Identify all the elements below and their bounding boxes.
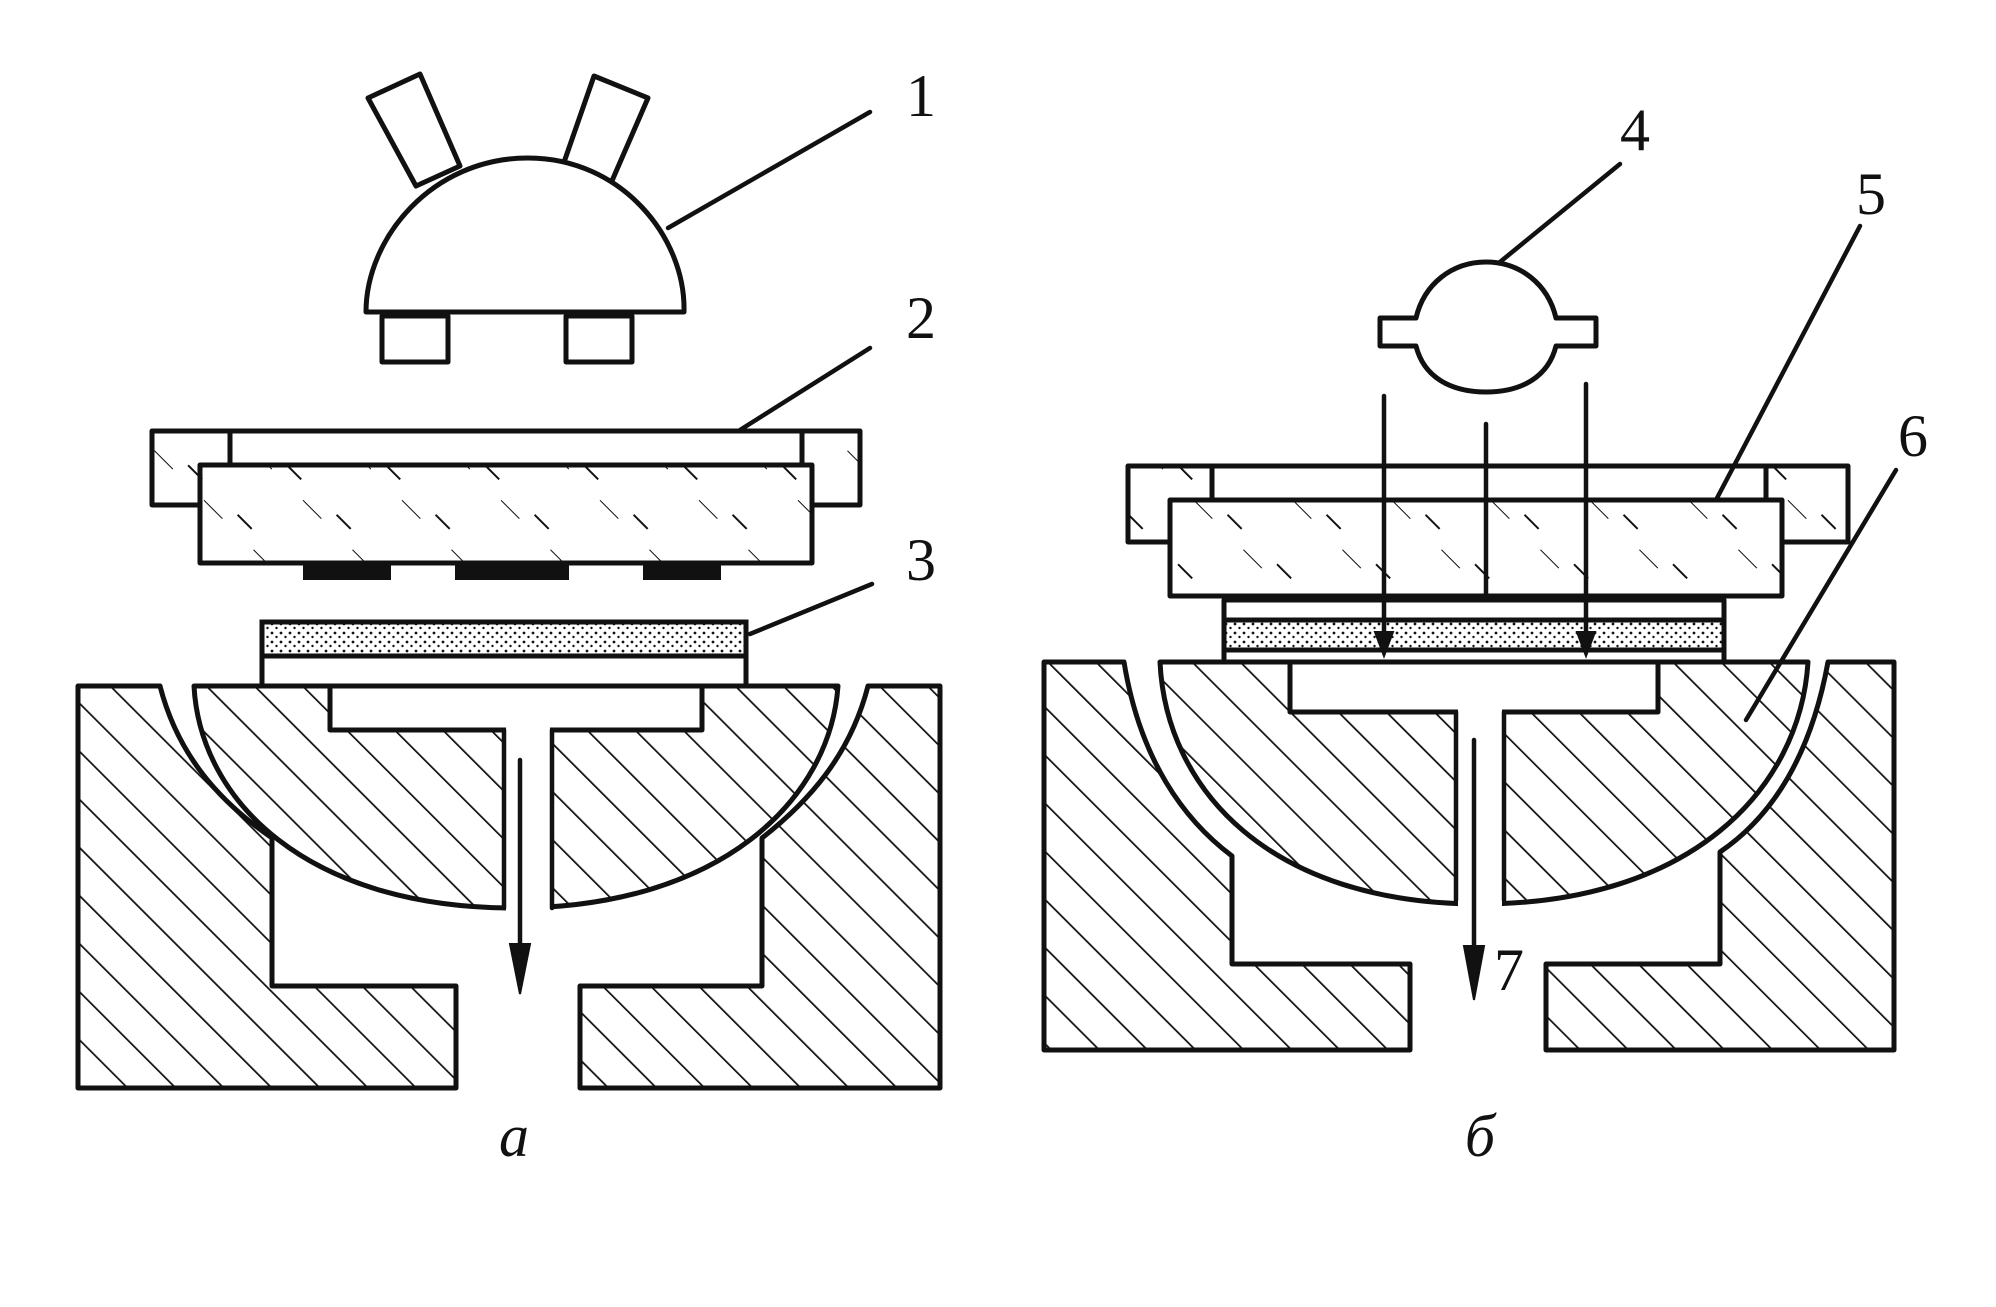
panel-b: 4 5 6 7 б xyxy=(1041,97,1928,1169)
wafer-substrate xyxy=(259,653,749,689)
mask-pattern-3 xyxy=(643,562,721,580)
callout-7: 7 xyxy=(1494,937,1524,1003)
mask-frame xyxy=(149,428,863,580)
leader-5 xyxy=(1713,223,1863,503)
leader-1 xyxy=(665,109,873,231)
vacuum-b-channel xyxy=(1458,708,1502,912)
callout-6: 6 xyxy=(1898,403,1928,469)
wafer-b-top xyxy=(1221,597,1727,623)
callout-1: 1 xyxy=(906,63,936,129)
base-right-block xyxy=(577,683,943,1091)
base-left-block xyxy=(75,683,459,1091)
mask-b-glass xyxy=(1167,497,1785,599)
mask-glass xyxy=(197,462,815,566)
callout-2: 2 xyxy=(906,285,936,351)
lamp-foot-right xyxy=(563,313,635,365)
frame-top-bar xyxy=(227,428,805,468)
caption-a: а xyxy=(499,1103,529,1169)
chuck-b-recess xyxy=(1287,659,1661,715)
lamp-tube-left xyxy=(365,71,463,189)
mask-pattern-2 xyxy=(455,562,569,580)
leader-2 xyxy=(737,345,873,433)
lamp-4 xyxy=(1377,259,1599,395)
frame-left-block xyxy=(149,428,245,508)
uv-rays xyxy=(1373,381,1597,659)
callout-4: 4 xyxy=(1620,97,1650,163)
leader-6 xyxy=(1743,467,1899,723)
vacuum-arrowhead xyxy=(508,943,532,995)
frame-b-top-bar xyxy=(1209,463,1769,503)
lamp-body xyxy=(363,155,687,315)
lamp-foot-left xyxy=(379,313,451,365)
panel-a: 1 2 3 а xyxy=(75,63,943,1169)
mask-pattern-1 xyxy=(303,562,391,580)
photoresist-layer xyxy=(259,619,749,659)
callout-5: 5 xyxy=(1856,161,1886,227)
lamp-dome xyxy=(363,71,687,365)
vacuum-channel xyxy=(506,726,550,916)
leader-4 xyxy=(1497,161,1623,265)
callout-3: 3 xyxy=(906,527,936,593)
base-b-left-block xyxy=(1041,659,1413,1053)
vacuum-b-arrowhead xyxy=(1462,945,1486,1001)
chuck-recess xyxy=(327,683,705,733)
leader-3 xyxy=(747,581,875,637)
caption-b: б xyxy=(1465,1103,1497,1169)
base-b-right-block xyxy=(1543,659,1897,1053)
photoresist-b-layer xyxy=(1221,617,1727,653)
